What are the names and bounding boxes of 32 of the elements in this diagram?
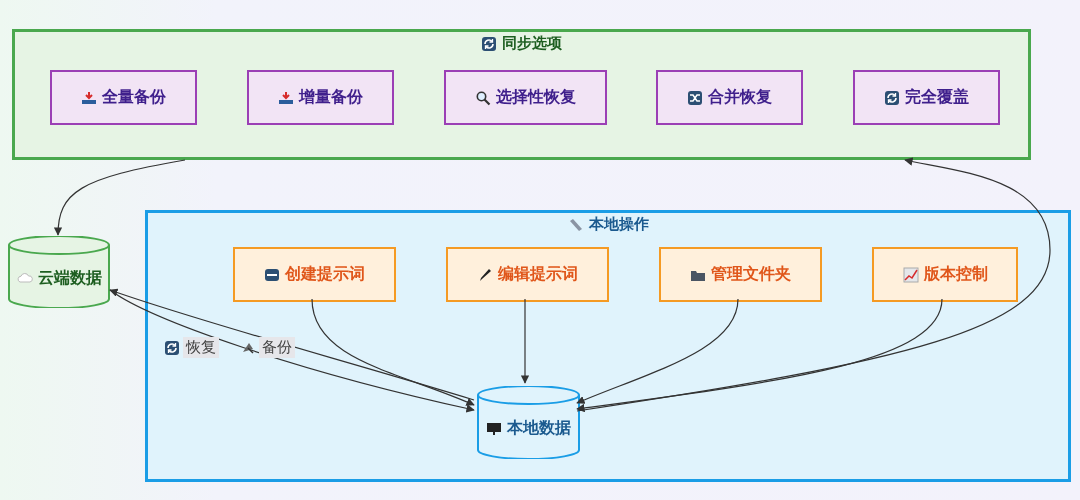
node-label: 合并恢复 [708, 87, 772, 108]
group-panel [12, 29, 1031, 160]
node-label: 全量备份 [102, 87, 166, 108]
arrow [520, 298, 530, 384]
option-box [247, 70, 394, 125]
node-label: 云端数据 [37, 267, 102, 289]
option-box [233, 247, 396, 302]
option-box [853, 70, 1000, 125]
group-title: 同步选项 [502, 34, 562, 53]
option-box [50, 70, 197, 125]
option-box [446, 247, 609, 302]
option-box [444, 70, 607, 125]
arrow [576, 298, 739, 404]
group-panel [145, 210, 1071, 482]
node-label: 管理文件夹 [711, 264, 791, 285]
arrow [576, 298, 943, 413]
node-label: 增量备份 [299, 87, 363, 108]
option-box [656, 70, 803, 125]
node-label: 选择性恢复 [496, 87, 576, 108]
node-label: 版本控制 [923, 264, 988, 285]
node-label: 编辑提示词 [498, 264, 578, 285]
arrow [311, 298, 475, 406]
node-label: 本地数据 [507, 418, 571, 439]
arrow [54, 159, 186, 236]
node-label: 创建提示词 [285, 264, 365, 285]
node-label: 完全覆盖 [905, 87, 969, 108]
group-title: 本地操作 [588, 215, 649, 234]
arrow [576, 157, 1051, 412]
option-box [659, 247, 822, 302]
option-box [872, 247, 1018, 302]
edge-label: 恢复 [183, 337, 219, 358]
edge-label: 备份 [259, 337, 295, 358]
